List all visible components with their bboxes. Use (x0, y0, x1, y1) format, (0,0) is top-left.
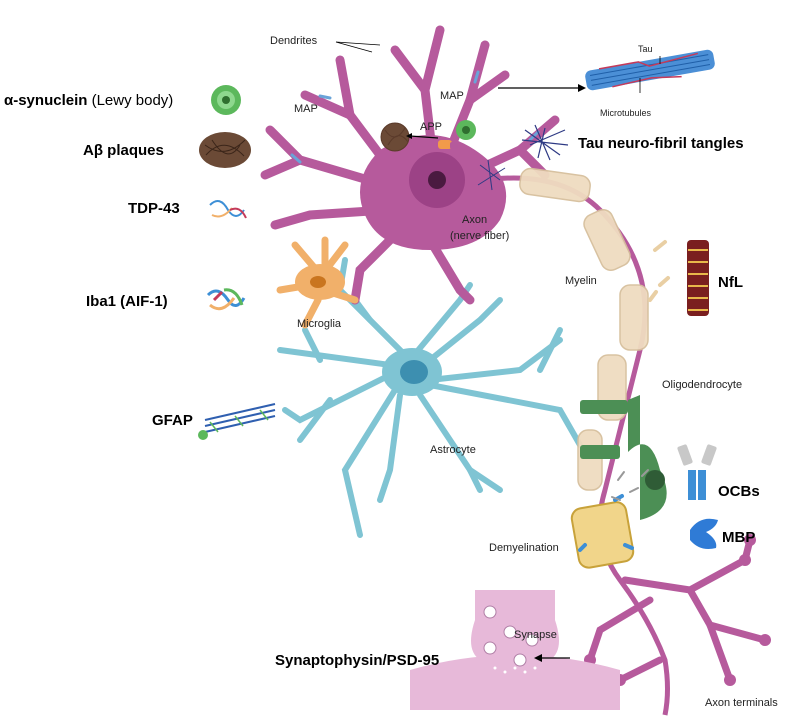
microtubules-label: Microtubules (600, 108, 652, 118)
neuron-dendrites (260, 25, 560, 305)
dendrites-label: Dendrites (270, 35, 318, 47)
demyelination-label: Demyelination (489, 542, 559, 554)
axon-label-line2: (nerve fiber) (450, 230, 509, 242)
antibody-fragments (611, 469, 649, 501)
ocbs-label: OCBs (718, 483, 760, 500)
microtubule-bundle (585, 49, 715, 93)
tau-tangles-label: Tau neuro-fibril tangles (578, 135, 744, 152)
nfl-label: NfL (718, 274, 743, 291)
synapse (410, 590, 620, 710)
lewy-body-icon (211, 85, 241, 115)
map-left-label: MAP (294, 103, 318, 115)
tdp43-label: TDP-43 (128, 200, 180, 217)
neuron-soma (290, 70, 540, 250)
demyelination-site (570, 494, 635, 569)
synaptophysin-label: Synaptophysin/PSD-95 (275, 652, 439, 669)
dendrites-callout (335, 41, 381, 53)
alpha-synuclein-label: α-synuclein (Lewy body) (4, 92, 173, 109)
gfap-filament-icon (198, 403, 276, 440)
myelin-fragments (648, 240, 670, 302)
gfap-label: GFAP (152, 412, 193, 429)
map-right-label: MAP (440, 90, 464, 102)
axon-label-line1: Axon (462, 214, 487, 226)
ocb-antibody-icon (677, 444, 717, 500)
microglia-label: Microglia (297, 318, 342, 330)
mbp-icon (690, 518, 718, 549)
tdp43-protein-icon (209, 200, 247, 219)
amyloid-plaque-cluster (380, 122, 410, 152)
app-arrow (409, 135, 439, 139)
synapse-label: Synapse (514, 629, 557, 641)
iba1-label: Iba1 (AIF-1) (86, 293, 168, 310)
soma-tangles (477, 159, 506, 191)
app-protein (438, 140, 458, 149)
microglia-cell (276, 236, 359, 329)
abeta-label: Aβ plaques (83, 142, 164, 159)
astrocyte-cell (277, 257, 583, 538)
mbp-label: MBP (722, 529, 755, 546)
nfl-filament-icon (687, 240, 709, 316)
tau-tangle-icon (521, 124, 569, 161)
abeta-plaque-icon (199, 132, 251, 168)
oligodendrocyte-cell (580, 395, 667, 520)
iba1-protein-icon (206, 288, 246, 311)
tau-label: Tau (638, 44, 653, 54)
myelin-label: Myelin (565, 275, 597, 287)
oligodendrocyte-label: Oligodendrocyte (662, 379, 742, 391)
astrocyte-label: Astrocyte (430, 444, 476, 456)
axon-terminals-label: Axon terminals (705, 697, 778, 709)
app-label: APP (420, 121, 442, 133)
